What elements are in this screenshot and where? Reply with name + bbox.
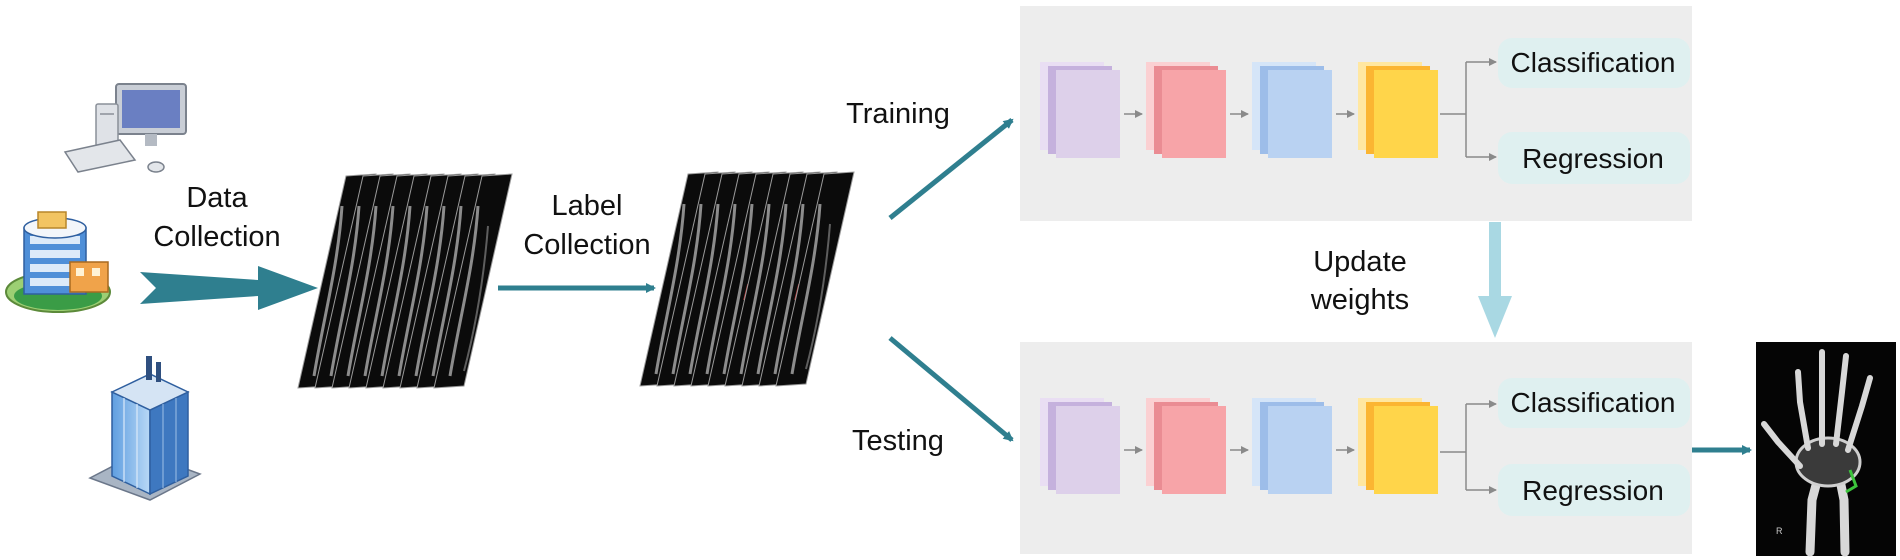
training-output-branch [1440,58,1497,161]
hand-xray-icon: R [1756,342,1896,557]
training-label: Training [846,98,950,130]
label-collection-label-line2: Collection [523,229,650,261]
testing-network [1040,398,1438,494]
data-collection-label-line1: Data [186,182,248,214]
cnn-layer-block [1040,62,1120,158]
labeled-xray-stack-icon [639,171,855,387]
svg-text:R: R [1776,526,1783,536]
testing-regression-label: Regression [1522,475,1664,506]
testing-classification-pill [1498,378,1690,428]
update-weights-label-line1: Update [1313,246,1407,278]
training-regression-pill [1498,132,1690,184]
cnn-layer-block [1252,62,1332,158]
training-classification-pill [1498,38,1690,88]
training-network [1040,62,1438,158]
cnn-layer-block [1146,398,1226,494]
cnn-layer-block [1358,398,1438,494]
testing-output-branch [1440,400,1497,494]
testing-classification-label: Classification [1511,387,1676,418]
data-collection-arrow [140,266,318,310]
cnn-layer-block [1252,398,1332,494]
update-weights-label-line2: weights [1310,284,1409,316]
cnn-layer-block [1358,62,1438,158]
testing-panel [1020,342,1692,554]
data-collection-label-line2: Collection [153,221,280,253]
hospital-icon [5,211,111,313]
computer-icon [63,83,187,173]
cnn-layer-block [1040,398,1120,494]
update-weights-arrow [1478,222,1512,338]
testing-regression-pill [1498,464,1690,516]
training-classification-label: Classification [1511,47,1676,78]
testing-arrow [888,336,1014,442]
training-regression-label: Regression [1522,143,1664,174]
testing-label: Testing [852,425,944,457]
training-arrow [888,118,1014,220]
xray-slice [775,171,855,387]
label-collection-label-line1: Label [552,190,623,222]
office-building-icon [88,356,202,501]
xray-stack-icon [297,173,513,389]
xray-slice [433,173,513,389]
cnn-layer-block [1146,62,1226,158]
